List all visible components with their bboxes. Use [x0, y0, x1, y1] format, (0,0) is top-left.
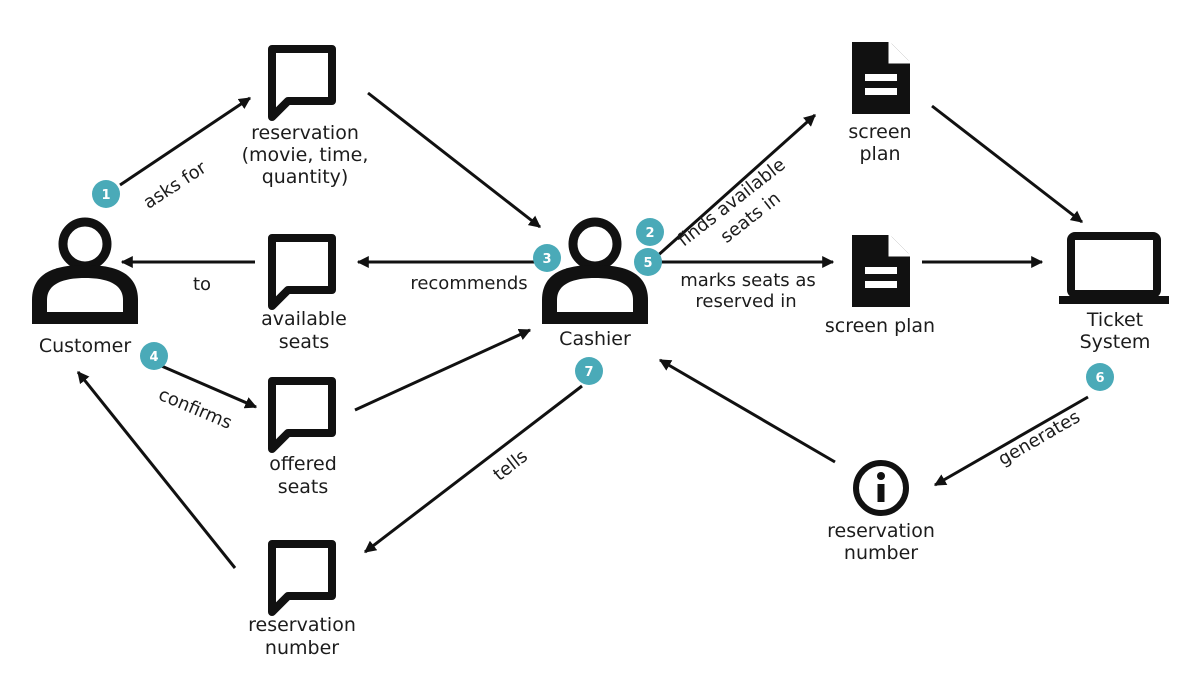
- reservation-number-info-label: number: [844, 542, 918, 564]
- document-icon: [852, 42, 910, 114]
- reservation-number-msg-label: reservation: [248, 614, 356, 636]
- laptop-icon: [1059, 232, 1169, 304]
- edge-label-to: to: [193, 274, 211, 295]
- svg-text:4: 4: [149, 350, 158, 365]
- step-badge-2: 2: [636, 218, 664, 246]
- step-badge-6: 6: [1086, 363, 1114, 391]
- step-badge-4: 4: [140, 342, 168, 370]
- arrow-reservation-info-to-cashier: [658, 358, 836, 464]
- cashier-label: Cashier: [559, 328, 631, 350]
- step-badge-1: 1: [92, 180, 120, 208]
- svg-text:1: 1: [101, 188, 110, 203]
- arrow-cashier-to-reservation-number: [364, 384, 583, 554]
- info-icon: [853, 460, 909, 516]
- speech-bubble-icon: [268, 234, 336, 310]
- available-seats-label: seats: [279, 331, 330, 353]
- reservation-number-info-label: reservation: [827, 520, 935, 542]
- arrow-offered-seats-to-cashier: [354, 328, 532, 412]
- person-icon: [32, 217, 138, 324]
- customer-label: Customer: [39, 335, 131, 357]
- offered-seats-label: seats: [278, 476, 329, 498]
- screen-plan-top-label: plan: [859, 143, 900, 165]
- arrow-customer-to-reservation: [119, 96, 251, 187]
- screen-plan-mid-label: screen plan: [825, 315, 935, 337]
- reservation-request-label: quantity): [262, 166, 349, 188]
- arrow-reservation-number-to-customer: [76, 371, 237, 569]
- person-icon: [542, 217, 648, 324]
- reservation-request-label: (movie, time,: [242, 144, 369, 166]
- speech-bubble-icon: [268, 540, 336, 616]
- reservation-request-label: reservation: [251, 122, 359, 144]
- svg-text:6: 6: [1095, 371, 1104, 386]
- svg-text:5: 5: [643, 256, 652, 271]
- edge-label-recommends: recommends: [410, 273, 527, 294]
- arrow-screen-plan-top-to-ticket-system: [931, 104, 1083, 224]
- ticket-system-label: System: [1080, 331, 1151, 353]
- step-badge-7: 7: [575, 357, 603, 385]
- arrow-ticket-system-to-reservation-info: [933, 395, 1089, 487]
- edge-label-marks: reserved in: [695, 291, 796, 312]
- svg-text:3: 3: [542, 252, 551, 267]
- available-seats-label: available: [261, 308, 347, 330]
- speech-bubble-icon: [268, 377, 336, 453]
- edge-label-marks: marks seats as: [680, 270, 816, 291]
- step-badge-5: 5: [634, 248, 662, 276]
- ticket-system-label: Ticket: [1086, 309, 1143, 331]
- document-icon: [852, 235, 910, 307]
- edge-label-generates: generates: [995, 406, 1084, 470]
- svg-text:2: 2: [645, 226, 654, 241]
- arrow-cashier-to-screen-plan-top: [654, 113, 816, 260]
- arrow-customer-to-offered-seats: [149, 359, 258, 409]
- arrow-reservation-to-cashier: [367, 91, 541, 229]
- speech-bubble-icon: [268, 45, 336, 121]
- step-badge-3: 3: [533, 244, 561, 272]
- svg-text:7: 7: [584, 365, 593, 380]
- reservation-number-msg-label: number: [265, 637, 339, 659]
- screen-plan-top-label: screen: [848, 121, 911, 143]
- offered-seats-label: offered: [269, 453, 337, 475]
